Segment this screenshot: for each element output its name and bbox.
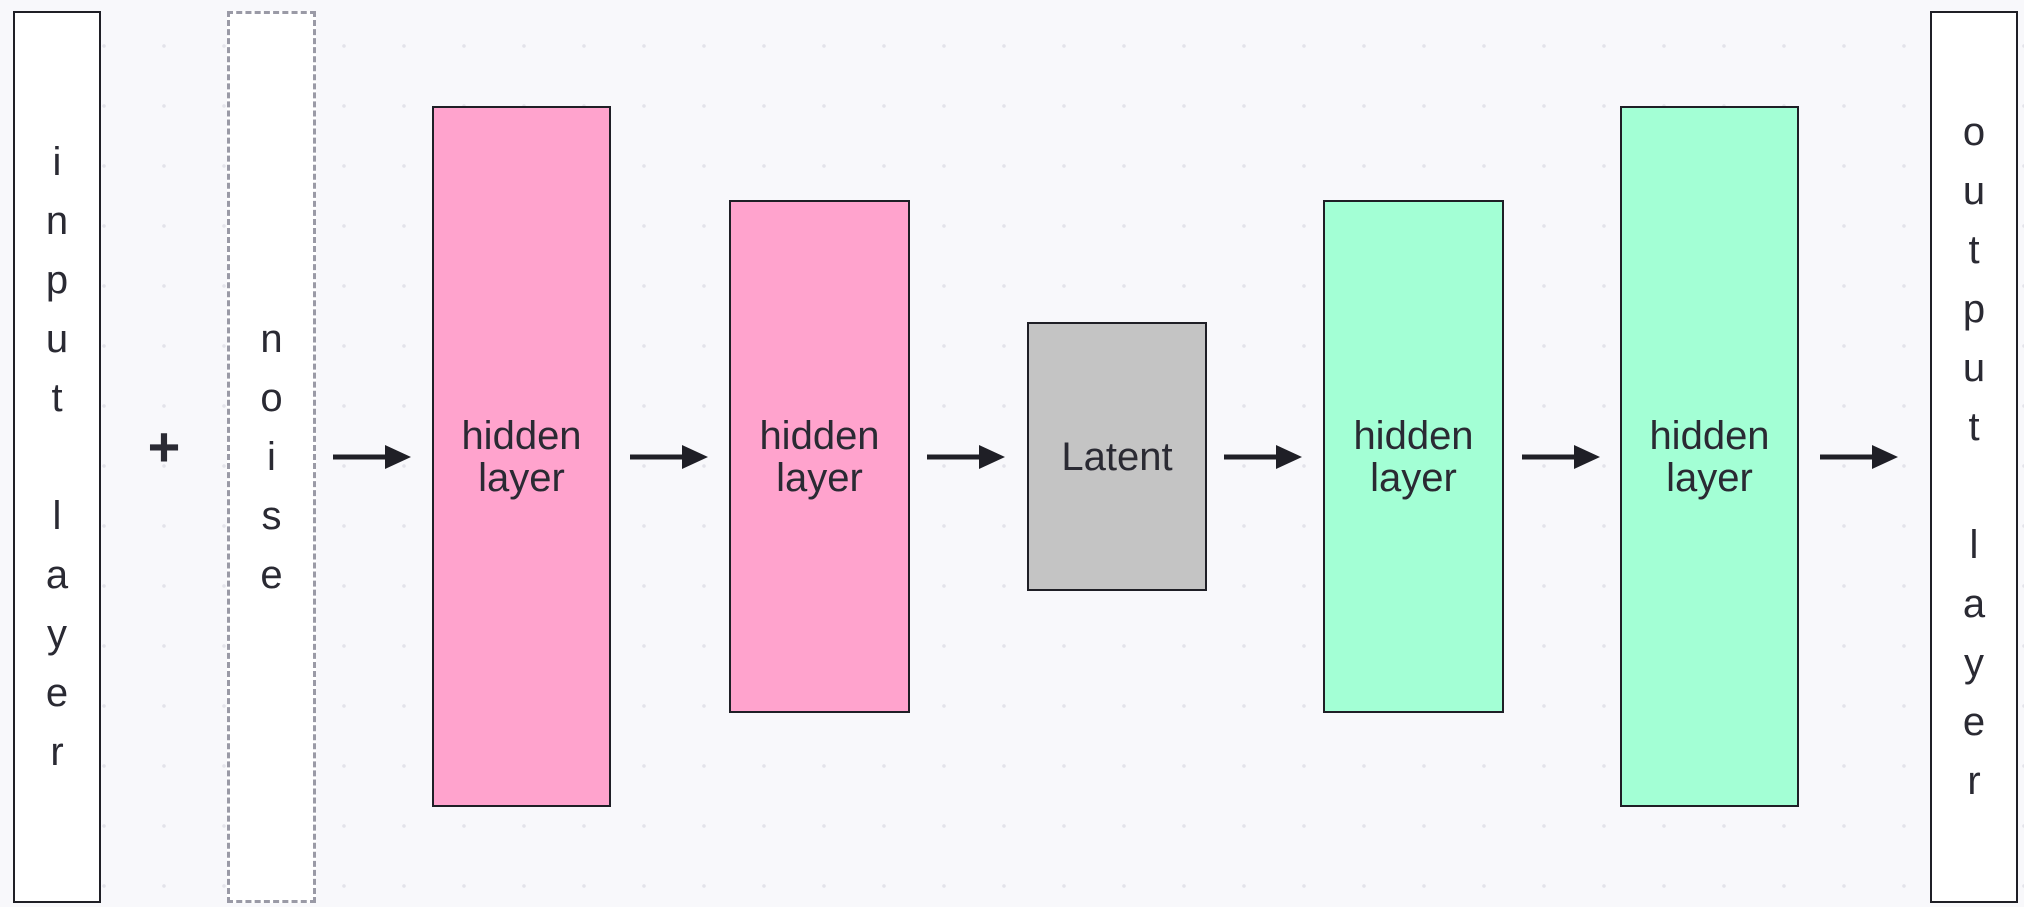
layer-label-line1: hidden bbox=[1649, 413, 1770, 458]
latent-layer: Latent bbox=[1027, 322, 1207, 591]
layer-label-line1: hidden bbox=[1353, 413, 1474, 458]
latent-label: Latent bbox=[1061, 434, 1173, 479]
plus-sign: + bbox=[147, 415, 181, 478]
encoder-hidden-layer-1: hidden layer bbox=[432, 106, 611, 807]
arrow-icon bbox=[630, 445, 708, 469]
decoder-hidden-layer-1: hidden layer bbox=[1323, 200, 1504, 713]
layer-label-line2: layer bbox=[776, 455, 863, 500]
arrow-icon bbox=[1522, 445, 1600, 469]
layer-label-line2: layer bbox=[1666, 455, 1753, 500]
layer-label-line2: layer bbox=[1370, 455, 1457, 500]
encoder-hidden-layer-2: hidden layer bbox=[729, 200, 910, 713]
arrow-icon bbox=[1820, 445, 1898, 469]
arrow-icon bbox=[1224, 445, 1302, 469]
decoder-hidden-layer-2: hidden layer bbox=[1620, 106, 1799, 807]
arrow-icon bbox=[927, 445, 1005, 469]
layer-label-line1: hidden bbox=[759, 413, 880, 458]
layer-label-line1: hidden bbox=[461, 413, 582, 458]
arrow-icon bbox=[333, 445, 411, 469]
layer-label-line2: layer bbox=[478, 455, 565, 500]
